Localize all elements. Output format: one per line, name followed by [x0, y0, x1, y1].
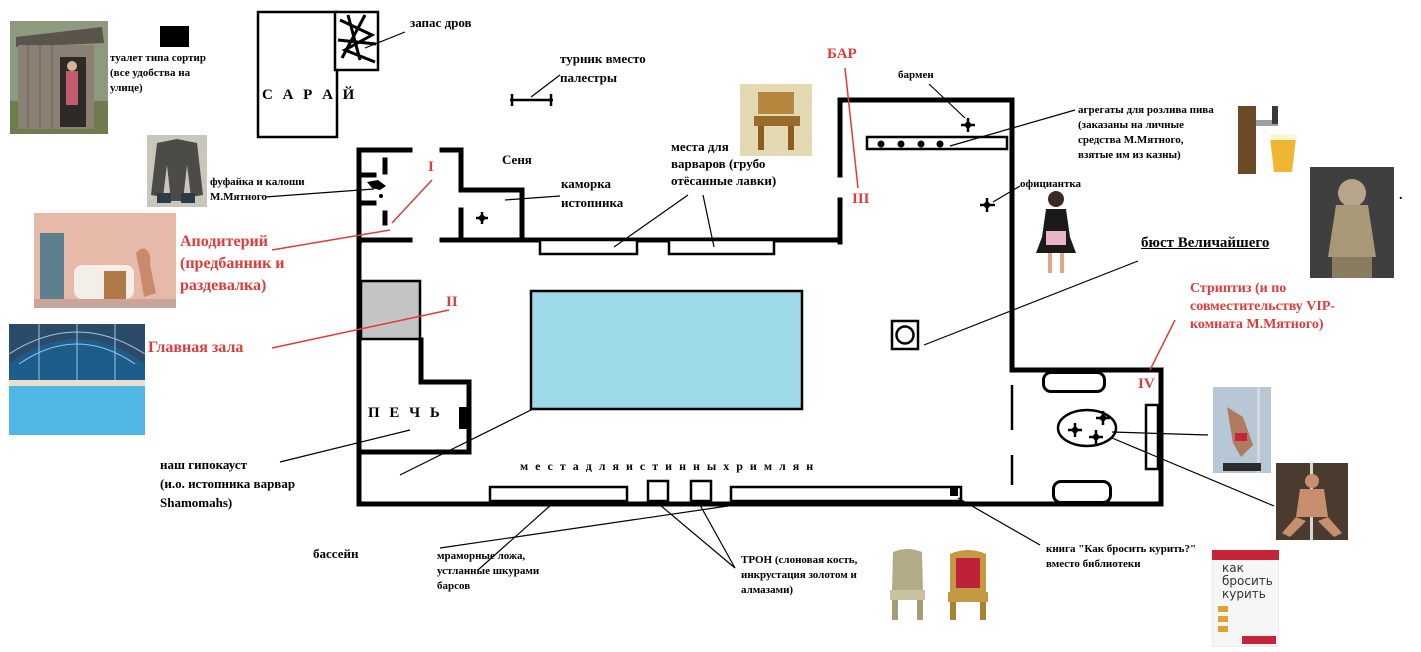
- label-waitress: официантка: [1020, 178, 1082, 190]
- label-main-hall: Главная зала: [148, 339, 244, 356]
- label-book: книга "Как бросить курить?" вместо библи…: [1046, 543, 1197, 570]
- bench-photo: [740, 84, 812, 156]
- main-hall-photo: [9, 324, 145, 435]
- room-number-4: IV: [1138, 376, 1155, 392]
- beer-tap-photo: [1236, 102, 1300, 174]
- throne-photo-2: [944, 546, 992, 623]
- label-apoditerium: Аподитерий (предбанник и раздевалка): [180, 233, 285, 294]
- bust-photo: [1310, 167, 1394, 278]
- stray-dot: .: [1399, 188, 1403, 203]
- waitress-photo: [1030, 187, 1081, 275]
- cross-plus-icon: [1096, 411, 1110, 425]
- label-beer-taps: агрегаты для розлива пива (заказаны на л…: [1078, 104, 1214, 161]
- label-senya: Сеня: [502, 152, 532, 167]
- label-stove: П Е Ч Ь: [368, 405, 443, 421]
- label-shed: С А Р А Й: [262, 87, 358, 103]
- cross-plus-icon: [980, 198, 995, 212]
- label-toilet: туалет типа сортир (все удобства на улиц…: [110, 52, 206, 94]
- room-number-2: II: [446, 294, 458, 310]
- room-number-3: III: [852, 191, 870, 207]
- pole-dancer-photo-2: [1276, 463, 1348, 540]
- strip-sofa-bottom: [1052, 480, 1112, 504]
- label-marble-beds: мраморные ложа, устланные шкурами барсов: [437, 550, 540, 592]
- cross-plus-icon: [1089, 430, 1103, 444]
- outhouse-photo: [10, 21, 108, 134]
- label-pullup-bar: турник вместо палестры: [560, 51, 646, 85]
- label-striptease: Стриптиз (и по совместительству VIP- ком…: [1190, 281, 1336, 332]
- label-hypocaust: наш гипокауст (и.о. истопника варвар Sha…: [160, 457, 296, 510]
- apoditerium-photo: [34, 213, 176, 308]
- label-firewood: запас дров: [410, 15, 472, 30]
- book-cover-title: как бросить курить: [1222, 561, 1273, 601]
- cross-plus-icon: [961, 118, 975, 132]
- throne-photo-1: [885, 546, 930, 623]
- book-cover-photo: как бросить курить: [1212, 550, 1279, 647]
- cross-plus-icon: [476, 212, 488, 224]
- label-throne: ТРОН (слоновая кость, инкрустация золото…: [741, 554, 858, 596]
- label-stoker-room: каморка истопника: [561, 176, 624, 210]
- label-jacket: фуфайка и калоши М.Мятного: [210, 176, 305, 203]
- label-pool: бассейн: [313, 546, 359, 561]
- label-barbarian-seats: места для варваров (грубо отёсанные лавк…: [671, 139, 777, 188]
- label-bartender: бармен: [898, 69, 934, 81]
- label-bust: бюст Величайшего: [1141, 235, 1270, 251]
- jacket-photo: [147, 135, 207, 207]
- strip-sofa-top: [1042, 371, 1106, 393]
- pole-dancer-photo-1: [1213, 387, 1271, 473]
- label-bar: БАР: [827, 46, 857, 62]
- label-roman-seats: м е с т а д л я и с т и н н ы х р и м л …: [520, 459, 816, 473]
- cross-plus-icon: [1068, 423, 1082, 437]
- room-number-1: I: [428, 159, 434, 175]
